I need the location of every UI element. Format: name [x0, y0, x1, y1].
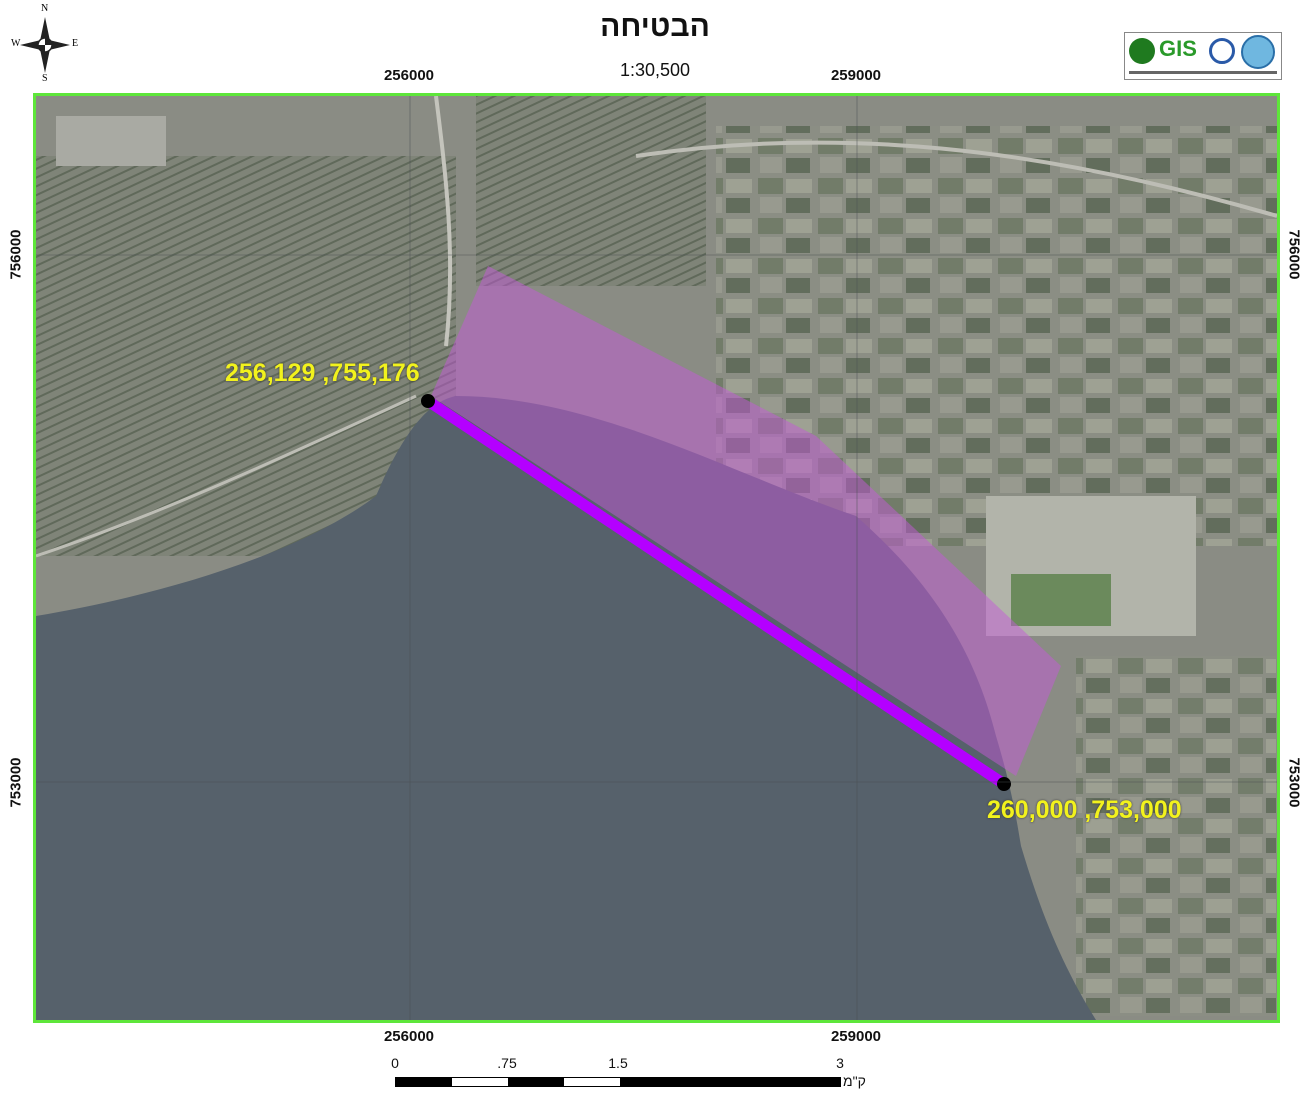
- road-north: [434, 96, 453, 347]
- logo-strip: [1129, 71, 1277, 74]
- boundary-line: [422, 395, 1010, 790]
- grid-label-bottom-256000: 256000: [383, 1028, 435, 1045]
- fields-southeast: [1076, 656, 1276, 1016]
- point-marker-1[interactable]: [421, 394, 435, 408]
- leaf-logo-icon: [1129, 38, 1155, 64]
- scalebar-seg-3: [508, 1078, 564, 1086]
- road-east: [635, 140, 1277, 218]
- scalebar-tick-3: 3: [836, 1055, 844, 1071]
- scalebar-seg-2: [452, 1078, 508, 1086]
- compass-w: W: [11, 38, 21, 49]
- road-west: [36, 394, 417, 558]
- grid-label-left-753000: 753000: [7, 757, 25, 808]
- green-field: [1011, 574, 1111, 626]
- grid-label-bottom-259000: 259000: [830, 1028, 882, 1045]
- gis-logo: GIS: [1159, 36, 1197, 61]
- grid-label-right-753000: 753000: [1285, 757, 1303, 808]
- scalebar-tick-15: 1.5: [608, 1055, 628, 1071]
- scalebar-unit: ק"מ: [843, 1073, 866, 1089]
- grid-label-right-756000: 756000: [1285, 229, 1303, 280]
- scalebar-tick-075: .75: [497, 1055, 517, 1071]
- point-label-2: 260,000 ,753,000: [987, 796, 1182, 824]
- point-label-1: 256,129 ,755,176: [225, 359, 420, 387]
- compass-s: S: [42, 73, 48, 84]
- point-marker-2[interactable]: [997, 777, 1011, 791]
- map-frame[interactable]: 256,129 ,755,176 260,000 ,753,000: [33, 93, 1280, 1023]
- highlight-polygon: [431, 266, 1061, 776]
- village-area: [56, 116, 166, 166]
- map-title: הבטיחה: [600, 10, 710, 43]
- compass-n: N: [41, 3, 49, 14]
- satellite-map[interactable]: [36, 96, 1277, 1020]
- scalebar: [395, 1077, 841, 1087]
- lake-logo-icon: [1241, 35, 1275, 69]
- scalebar-tick-0: 0: [391, 1055, 399, 1071]
- scalebar-seg-5: [620, 1078, 840, 1086]
- grid-label-left-756000: 756000: [7, 229, 25, 280]
- scalebar-seg-4: [564, 1078, 620, 1086]
- compass-rose-icon: N S W E: [10, 3, 80, 84]
- compass-e: E: [72, 38, 79, 49]
- orchard-rows-north: [476, 96, 706, 286]
- organization-logos: GIS: [1124, 32, 1282, 80]
- grid-label-top-256000: 256000: [383, 67, 435, 84]
- scalebar-seg-1: [396, 1078, 452, 1086]
- map-scale: 1:30,500: [619, 60, 691, 80]
- grid-label-top-259000: 259000: [830, 67, 882, 84]
- circle-logo-icon: [1209, 38, 1235, 64]
